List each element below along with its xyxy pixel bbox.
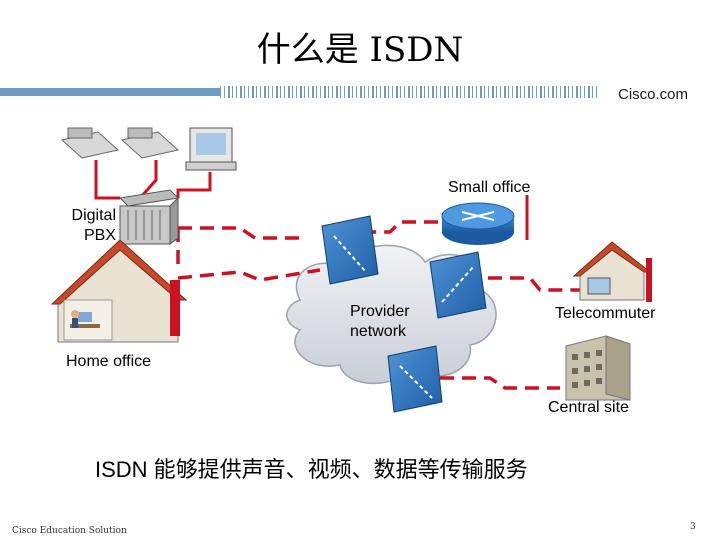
label-provider-network: Provider network [350, 303, 410, 340]
page-number: 3 [690, 522, 696, 532]
cisco-logo: Cisco.com [618, 86, 689, 103]
isdn-switch-bottom [387, 345, 443, 413]
router-icon [441, 195, 529, 245]
central-site-icon [565, 335, 631, 401]
label-home-office: Home office [66, 353, 152, 370]
link-pbx-small-office [178, 226, 300, 240]
page-title: 什么是 ISDN [256, 30, 464, 70]
home-office-icon [50, 239, 188, 343]
computer-icon [185, 127, 237, 171]
isdn-switch-right [429, 251, 487, 319]
isdn-switch-left [321, 215, 379, 285]
label-central-site: Central site [548, 399, 629, 416]
link-switch-central [440, 376, 560, 390]
telephone-icon [120, 127, 180, 159]
link-switch-telecommuter [488, 276, 585, 292]
telecommuter-icon [572, 241, 652, 302]
pbx-icon [118, 189, 180, 245]
label-small-office: Small office [448, 179, 531, 196]
slide-caption: ISDN 能够提供声音、视频、数据等传输服务 [95, 457, 528, 482]
device-wiring [94, 160, 212, 200]
footer-text: Cisco Education Solution [12, 526, 127, 536]
label-telecommuter: Telecommuter [555, 305, 656, 322]
header-bar [0, 86, 720, 98]
telephone-icon [60, 127, 120, 159]
label-digital-pbx: Digital PBX [71, 207, 116, 244]
link-home-switch [177, 268, 321, 282]
